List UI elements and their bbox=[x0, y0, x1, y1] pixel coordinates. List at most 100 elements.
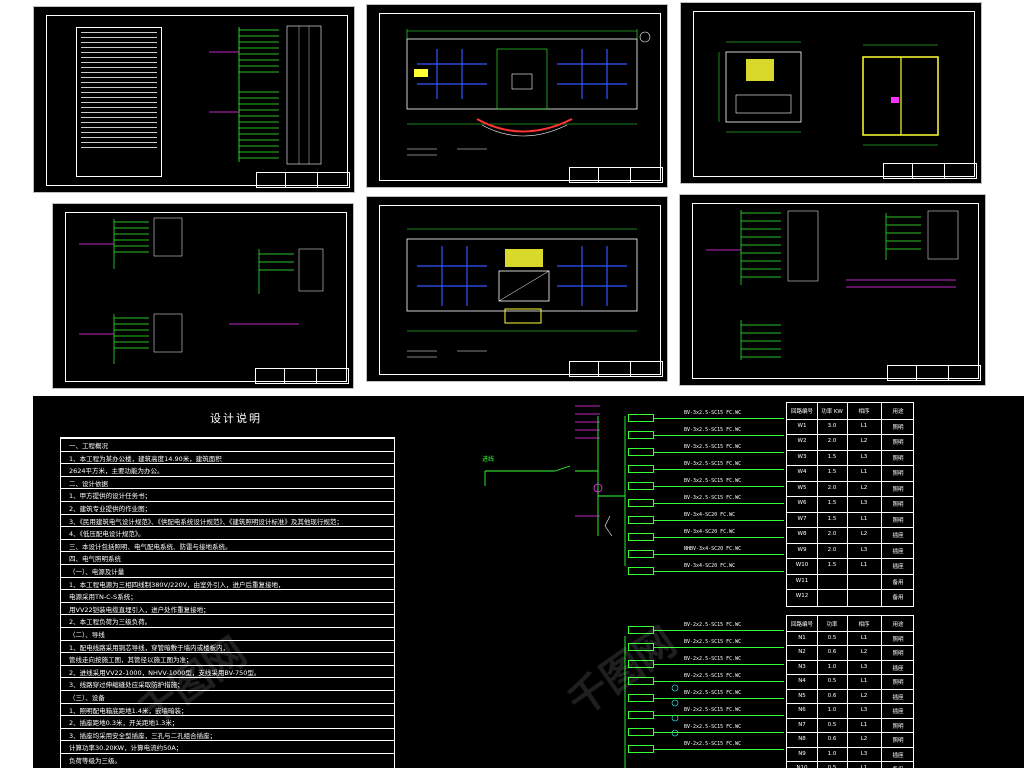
circuit-wire bbox=[654, 452, 784, 453]
table-cell: N9 bbox=[798, 750, 806, 757]
circuit-label: BV-3x2.5-SC15 FC.WC bbox=[684, 410, 742, 416]
title-block bbox=[887, 365, 981, 381]
sheet-drawing-index[interactable] bbox=[33, 6, 355, 193]
circuit-tag bbox=[628, 711, 654, 719]
table-cell: 1.0 bbox=[827, 707, 837, 713]
description-row-divider bbox=[61, 639, 394, 641]
table-header-cell: 用途 bbox=[892, 622, 904, 628]
description-line: 2624平方米，主要功能为办公。 bbox=[69, 467, 164, 476]
thumbnail-strip bbox=[33, 2, 986, 389]
description-line: 2、建筑专业提供的作业图； bbox=[69, 505, 152, 513]
table-column-divider bbox=[847, 616, 848, 768]
description-line: 3、线路穿过伸缩缝处应采取防护措施； bbox=[69, 681, 184, 690]
circuit-label: BV-3x2.5-SC15 FC.WC bbox=[684, 461, 742, 467]
circuit-tag bbox=[628, 643, 654, 651]
description-line: 1、本工程电源为三相四线制380V/220V，由室外引入，进户后重复接地， bbox=[69, 580, 285, 589]
table-cell: 2.0 bbox=[827, 546, 837, 553]
table-cell: 1.5 bbox=[827, 469, 837, 475]
description-line: 三、本设计包括照明、电气配电系统、防雷与接地系统。 bbox=[69, 542, 232, 551]
distribution-schematic bbox=[209, 25, 322, 165]
table-cell: L1 bbox=[860, 562, 868, 568]
table-row-divider bbox=[787, 465, 913, 466]
description-line: 计算功率30.20KW，计算电流约50A； bbox=[69, 744, 183, 753]
table-cell: N8 bbox=[798, 736, 806, 742]
description-line: 电源采用TN-C-S系统； bbox=[69, 593, 137, 602]
circuit-label: BV-2x2.5-SC15 FC.WC bbox=[684, 690, 742, 696]
description-row-divider bbox=[61, 551, 394, 553]
table-cell: L1 bbox=[860, 515, 868, 522]
sheet-frame bbox=[46, 15, 348, 186]
table-header-cell: 功率 KW bbox=[821, 409, 843, 415]
incoming-label: 进线 bbox=[482, 455, 494, 463]
table-cell: W6 bbox=[797, 500, 807, 506]
table-cell: W3 bbox=[797, 453, 807, 460]
description-row-divider bbox=[61, 475, 394, 477]
circuit-wire bbox=[654, 664, 784, 665]
table-row-divider bbox=[787, 703, 913, 704]
table-column-divider bbox=[817, 403, 818, 606]
table-row-divider bbox=[787, 573, 913, 575]
circuit-tag bbox=[628, 626, 654, 634]
table-cell: L1 bbox=[860, 721, 868, 728]
circuit-wire bbox=[654, 503, 784, 504]
circuit-wire bbox=[654, 698, 784, 699]
sheet-floor-plan-2[interactable] bbox=[366, 196, 668, 382]
circuit-tag bbox=[628, 465, 654, 473]
description-row-divider bbox=[61, 727, 394, 729]
circuit-label: BV-2x2.5-SC15 FC.WC bbox=[684, 673, 742, 679]
description-row-divider bbox=[61, 501, 394, 502]
table-cell: 3.0 bbox=[827, 422, 837, 429]
plan-detail-drawing bbox=[718, 41, 939, 146]
table-cell: 插座 bbox=[892, 752, 904, 759]
table-cell: 1.5 bbox=[827, 515, 837, 522]
table-cell: 照明 bbox=[892, 455, 904, 462]
table-cell: N3 bbox=[798, 663, 806, 670]
system-diagram-drawing bbox=[79, 217, 324, 364]
description-row-divider bbox=[61, 526, 394, 528]
table-cell: 照明 bbox=[892, 440, 904, 446]
circuit-wire bbox=[654, 571, 784, 572]
description-row-divider bbox=[61, 488, 394, 490]
table-header-cell: 用途 bbox=[892, 409, 904, 415]
sheet-frame bbox=[692, 203, 979, 379]
table-cell: W10 bbox=[795, 562, 809, 568]
sheet-plan-detail[interactable] bbox=[680, 2, 982, 184]
circuit-label: BV-2x2.5-SC15 FC.WC bbox=[684, 639, 742, 645]
enlarged-detail-panel bbox=[33, 396, 1024, 768]
table-cell: 备用 bbox=[892, 595, 904, 601]
table-cell: N7 bbox=[798, 721, 806, 728]
table-row-divider bbox=[787, 688, 913, 690]
circuit-wire bbox=[654, 715, 784, 716]
table-cell: 照明 bbox=[892, 424, 904, 431]
circuit-tag bbox=[628, 745, 654, 753]
table-row-divider bbox=[787, 645, 913, 646]
description-row-divider bbox=[61, 463, 394, 465]
table-row-divider bbox=[787, 496, 913, 497]
table-header-cell: 回路编号 bbox=[790, 622, 813, 628]
table-header-cell: 功率 bbox=[826, 622, 838, 628]
table-cell: L3 bbox=[860, 500, 868, 506]
table-cell: L3 bbox=[860, 453, 868, 460]
description-row-divider bbox=[61, 576, 394, 578]
table-cell: 0.5 bbox=[827, 765, 837, 771]
sheet-floor-plan-1[interactable] bbox=[366, 4, 668, 188]
description-row-divider bbox=[61, 614, 394, 616]
circuit-label: BV-3x4-SC20 FC.WC bbox=[684, 529, 736, 535]
table-cell: 照明 bbox=[892, 680, 904, 686]
description-line: 3、《民用建筑电气设计规范》、《供配电系统设计规范》、《建筑照明设计标准》及其他… bbox=[69, 517, 343, 526]
table-row-divider bbox=[787, 434, 913, 435]
description-line: 3、插座均采用安全型插座，三孔与二孔组合插座； bbox=[69, 731, 217, 740]
description-line: 1、本工程为某办公楼，建筑高度14.90米，建筑面积 bbox=[69, 454, 222, 463]
table-cell: N2 bbox=[798, 649, 806, 655]
description-line: （二）、导线 bbox=[69, 631, 105, 639]
table-cell: 0.6 bbox=[827, 692, 837, 699]
circuit-label: BV-2x2.5-SC15 FC.WC bbox=[684, 741, 742, 747]
table-cell: L2 bbox=[860, 484, 868, 491]
sheet-system-diagram[interactable] bbox=[52, 203, 354, 389]
sheet-wiring-diagram[interactable] bbox=[679, 194, 986, 386]
circuit-label: BV-3x4-SC20 FC.WC bbox=[684, 563, 736, 569]
circuit-label: BV-2x2.5-SC15 FC.WC bbox=[684, 724, 742, 730]
